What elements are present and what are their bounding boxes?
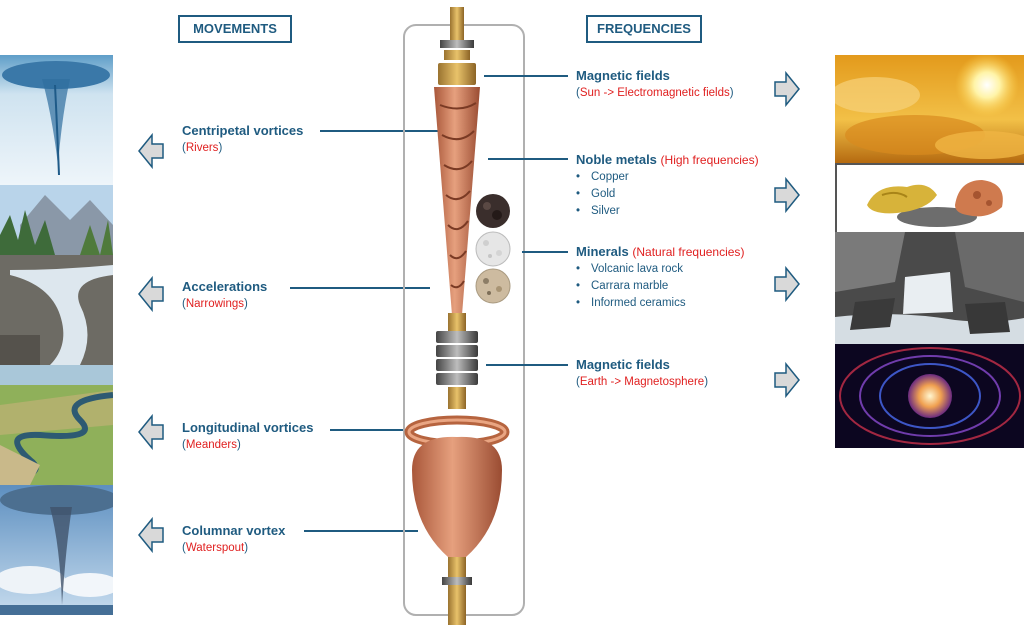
movement-sub: (Rivers) bbox=[182, 142, 223, 154]
arrow-right-icon bbox=[773, 176, 801, 214]
movement-sub: (Meanders) bbox=[182, 439, 241, 451]
frequency-sub: (Sun -> Electromagnetic fields) bbox=[576, 87, 734, 99]
list-item: Silver bbox=[576, 203, 629, 220]
arrow-left-icon bbox=[137, 516, 165, 554]
frequencies-header: FREQUENCIES bbox=[586, 15, 702, 43]
movement-sub-text: Meanders bbox=[185, 439, 237, 451]
connector-line bbox=[522, 251, 568, 253]
list-item: Informed ceramics bbox=[576, 295, 686, 312]
frequency-sub-text: Sun -> Electromagnetic fields bbox=[579, 87, 730, 99]
frequency-title: Minerals (Natural frequencies) bbox=[576, 244, 745, 259]
movement-title: Centripetal vortices bbox=[182, 123, 304, 138]
movement-title: Longitudinal vortices bbox=[182, 420, 314, 435]
waterfall-rocks-photo bbox=[835, 232, 1024, 344]
movement-sub: (Waterspout) bbox=[182, 542, 249, 554]
arrow-left-icon bbox=[137, 132, 165, 170]
movement-sub-text: Waterspout bbox=[185, 542, 245, 554]
frequency-qualifier: High frequencies bbox=[664, 153, 755, 167]
mountain-river-photo bbox=[0, 185, 113, 365]
connector-line bbox=[488, 158, 568, 160]
movement-title: Accelerations bbox=[182, 279, 268, 294]
list-item: Volcanic lava rock bbox=[576, 261, 686, 278]
connector-line bbox=[290, 287, 430, 289]
movement-sub: (Narrowings) bbox=[182, 298, 248, 310]
arrow-right-icon bbox=[773, 70, 801, 108]
noble-metals-photo bbox=[835, 163, 1024, 234]
sun-photo bbox=[835, 55, 1024, 163]
arrow-left-icon bbox=[137, 413, 165, 451]
frequency-sub: (Earth -> Magnetosphere) bbox=[576, 376, 709, 388]
arrow-left-icon bbox=[137, 275, 165, 313]
frequency-title: Magnetic fields bbox=[576, 357, 670, 372]
connector-line bbox=[484, 75, 568, 77]
lava-rock-disc bbox=[475, 193, 511, 229]
frequency-title-text: Noble metals bbox=[576, 152, 657, 167]
connector-line bbox=[304, 530, 418, 532]
frequency-sub-text: Earth -> Magnetosphere bbox=[579, 376, 705, 388]
list-item: Gold bbox=[576, 186, 629, 203]
movement-sub-text: Rivers bbox=[185, 142, 219, 154]
waterspout-photo bbox=[0, 485, 113, 615]
frequency-title: Magnetic fields bbox=[576, 68, 670, 83]
frequency-qualifier: Natural frequencies bbox=[636, 245, 741, 259]
list-item: Copper bbox=[576, 169, 629, 186]
connector-line bbox=[320, 130, 438, 132]
connector-line bbox=[330, 429, 412, 431]
frequency-items: Copper Gold Silver bbox=[576, 169, 629, 220]
movement-title: Columnar vortex bbox=[182, 523, 286, 538]
vortex-device bbox=[400, 5, 530, 630]
frequency-items: Volcanic lava rock Carrara marble Inform… bbox=[576, 261, 686, 312]
meander-photo bbox=[0, 365, 113, 485]
magnetosphere-photo bbox=[835, 344, 1024, 448]
marble-disc bbox=[475, 231, 511, 267]
list-item: Carrara marble bbox=[576, 278, 686, 295]
frequency-title-text: Minerals bbox=[576, 244, 629, 259]
movement-sub-text: Narrowings bbox=[185, 298, 245, 310]
connector-line bbox=[486, 364, 568, 366]
whirlpool-photo bbox=[0, 55, 113, 185]
ceramics-disc bbox=[475, 268, 511, 304]
arrow-right-icon bbox=[773, 361, 801, 399]
arrow-right-icon bbox=[773, 265, 801, 303]
movements-header: MOVEMENTS bbox=[178, 15, 292, 43]
frequency-title: Noble metals (High frequencies) bbox=[576, 152, 759, 167]
